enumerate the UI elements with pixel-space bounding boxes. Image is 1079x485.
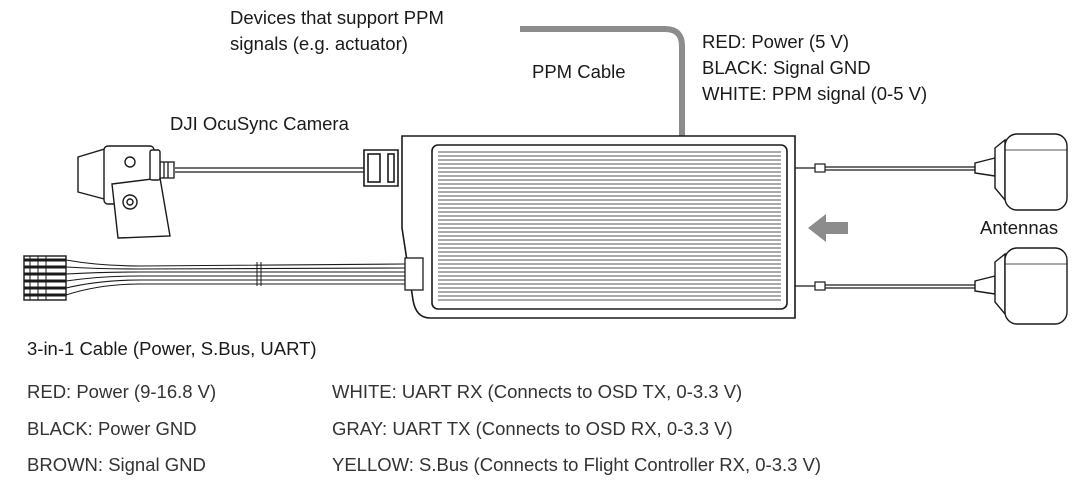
ppm-cable — [520, 26, 685, 136]
ppm-devices-label-line1: Devices that support PPM — [230, 7, 444, 28]
camera-label: DJI OcuSync Camera — [170, 113, 349, 134]
antennas-label: Antennas — [980, 217, 1059, 238]
ppm-wire-black: BLACK: Signal GND — [702, 57, 871, 78]
ppm-wire-white: WHITE: PPM signal (0-5 V) — [702, 83, 928, 104]
camera-cable — [159, 161, 364, 179]
antenna-cables — [795, 163, 975, 291]
antenna-bottom — [974, 247, 1068, 325]
three-in-one-cable — [23, 255, 424, 301]
direction-arrow — [808, 214, 848, 242]
legend-item-white: WHITE: UART RX (Connects to OSD TX, 0-3.… — [332, 381, 743, 402]
heatsink-fins — [438, 151, 781, 301]
ocusync-camera — [77, 145, 171, 239]
antenna-top — [974, 133, 1068, 211]
ppm-cable-label: PPM Cable — [532, 61, 626, 82]
legend-item-black: BLACK: Power GND — [27, 418, 197, 439]
legend-item-red: RED: Power (9-16.8 V) — [27, 381, 217, 402]
ppm-devices-label-line2: signals (e.g. actuator) — [230, 33, 408, 54]
air-unit-module — [363, 135, 796, 319]
legend-title: 3-in-1 Cable (Power, S.Bus, UART) — [27, 338, 317, 359]
legend-item-yellow: YELLOW: S.Bus (Connects to Flight Contro… — [332, 454, 822, 475]
legend-item-gray: GRAY: UART TX (Connects to OSD RX, 0-3.3… — [332, 418, 733, 439]
legend-item-brown: BROWN: Signal GND — [27, 454, 206, 475]
ppm-wire-red: RED: Power (5 V) — [702, 31, 850, 52]
